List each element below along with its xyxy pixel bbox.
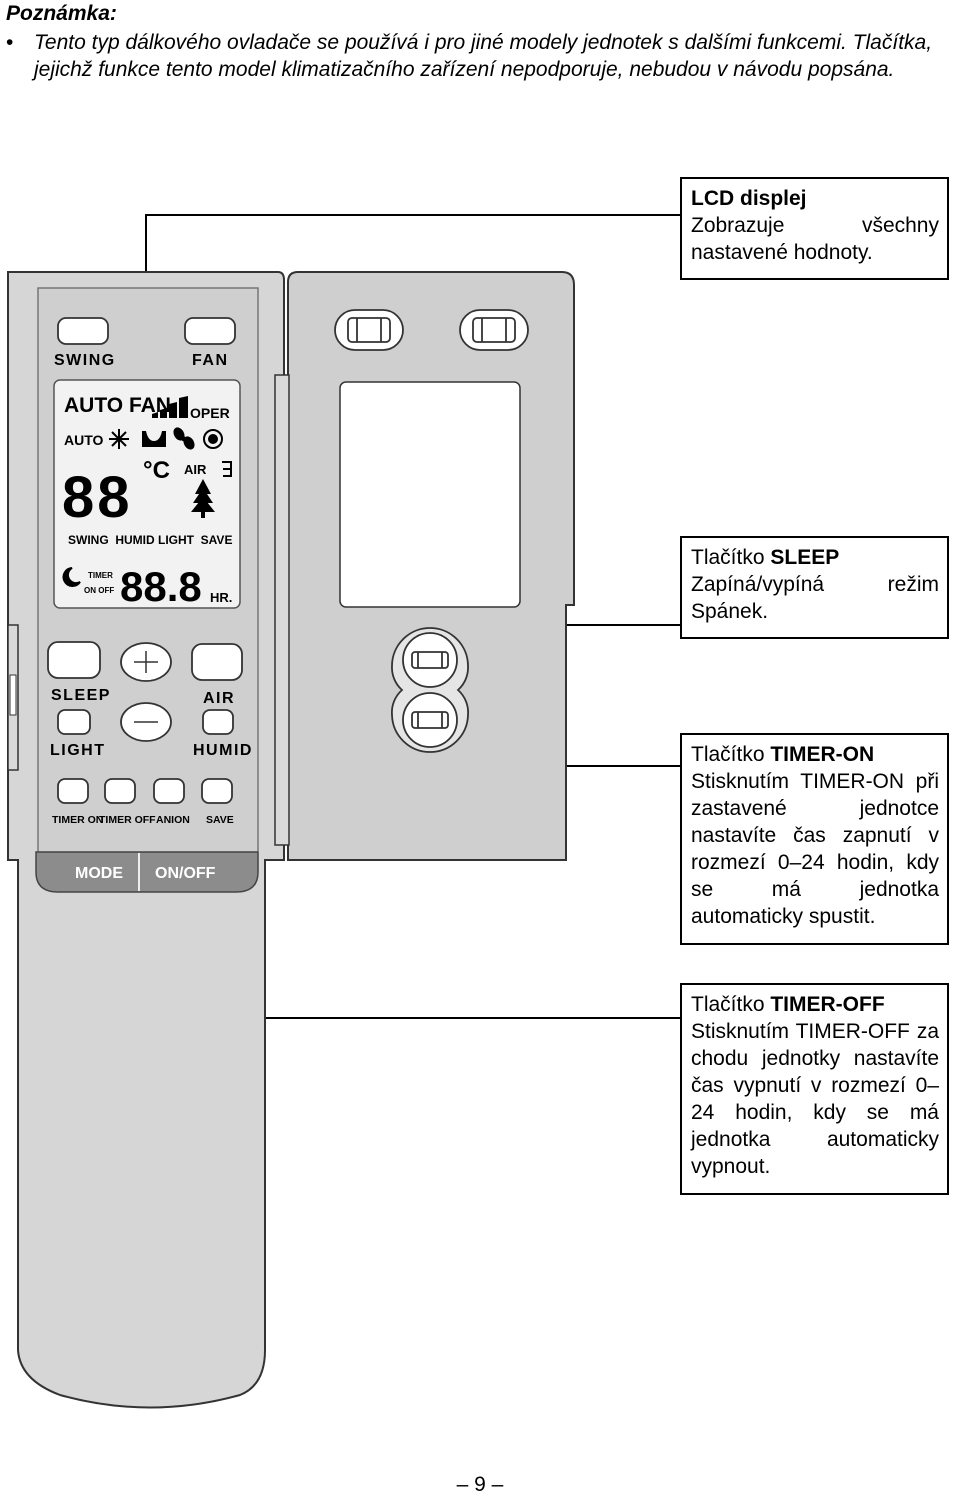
lcd-auto-fan: AUTO FAN xyxy=(64,394,171,417)
callout-timer-off-text: Stisknutím TIMER-OFF za chodu jednotky n… xyxy=(691,1020,939,1178)
dry-mode-icon xyxy=(142,431,166,447)
callout-timer-on-prefix: Tlačítko xyxy=(691,743,771,766)
callout-lcd-title: LCD displej xyxy=(691,187,807,210)
save-label: SAVE xyxy=(206,814,234,826)
anion-label: ANION xyxy=(156,814,190,826)
cover-round-buttons xyxy=(391,627,469,753)
callout-timer-off: Tlačítko TIMER-OFF Stisknutím TIMER-OFF … xyxy=(680,983,949,1195)
lcd-auto: AUTO xyxy=(64,432,104,448)
note-body: • Tento typ dálkového ovladače se použív… xyxy=(6,29,946,83)
timer-on-label: TIMER ON xyxy=(52,814,103,826)
callout-sleep-prefix: Tlačítko xyxy=(691,546,771,569)
callout-sleep: Tlačítko SLEEP Zapíná/vypíná režim Spáne… xyxy=(680,536,949,639)
light-button[interactable] xyxy=(57,709,91,735)
lcd-air: AIR xyxy=(184,462,207,477)
snowflake-icon xyxy=(109,429,129,449)
remote-cover-panel xyxy=(274,271,575,861)
sleep-button[interactable] xyxy=(47,641,101,679)
callout-timer-on-text: Stisknutím TIMER-ON při zastavené jednot… xyxy=(691,770,939,928)
callout-lcd: LCD displej Zobrazuje všechny nastavené … xyxy=(680,177,949,280)
bullet: • xyxy=(6,31,14,54)
callout-sleep-name: SLEEP xyxy=(770,546,840,569)
sleep-moon-icon xyxy=(62,567,81,587)
lcd-screen xyxy=(53,379,241,609)
note-title: Poznámka: xyxy=(6,2,117,25)
callout-timer-off-title: Tlačítko TIMER-OFF xyxy=(691,991,939,1018)
light-label: LIGHT xyxy=(50,742,106,759)
callout-sleep-title: Tlačítko SLEEP xyxy=(691,544,939,571)
save-button[interactable] xyxy=(201,778,233,804)
swing-button[interactable] xyxy=(57,317,109,345)
lcd-hr: HR. xyxy=(210,590,232,605)
cover-window xyxy=(339,381,521,608)
callout-timer-on: Tlačítko TIMER-ON Stisknutím TIMER-ON př… xyxy=(680,733,949,945)
timer-off-label: TIMER OFF xyxy=(99,814,156,826)
callout-timer-on-name: TIMER-ON xyxy=(770,743,875,766)
page-number: – 9 – xyxy=(456,1473,504,1496)
anion-button[interactable] xyxy=(153,778,185,804)
timer-off-button[interactable] xyxy=(104,778,136,804)
timer-on-button[interactable] xyxy=(57,778,89,804)
lcd-function-row: SWING HUMID LIGHT SAVE xyxy=(68,533,232,547)
fan-label: FAN xyxy=(192,352,229,369)
lcd-on-off: ON OFF xyxy=(84,586,114,595)
callout-lcd-text: Zobrazuje všechny nastavené hodnoty. xyxy=(691,214,939,264)
mode-button-label[interactable]: MODE xyxy=(75,865,123,882)
lcd-timer-digits: 88.8 xyxy=(120,563,202,610)
onoff-button-label[interactable]: ON/OFF xyxy=(155,865,216,882)
cover-slot-right xyxy=(459,309,529,351)
callout-timer-on-title: Tlačítko TIMER-ON xyxy=(691,741,939,768)
mode-onoff-bar xyxy=(35,851,259,893)
humid-label: HUMID xyxy=(193,742,253,759)
humid-button[interactable] xyxy=(202,709,234,735)
lcd-timer: TIMER xyxy=(88,571,113,580)
fan-button[interactable] xyxy=(184,317,236,345)
callout-sleep-text: Zapíná/vypíná režim Spánek. xyxy=(691,573,939,623)
swing-label: SWING xyxy=(54,352,116,369)
sleep-label: SLEEP xyxy=(51,687,111,704)
fan-mode-icon xyxy=(173,427,195,450)
heat-mode-icon xyxy=(203,429,223,449)
fan-level-bars-icon xyxy=(152,396,188,418)
note-text: Tento typ dálkového ovladače se používá … xyxy=(34,31,933,81)
lcd-celsius: °C xyxy=(143,457,170,484)
lcd-temperature: 88 xyxy=(62,465,133,530)
ion-indicator-icon xyxy=(222,461,232,477)
callout-timer-off-prefix: Tlačítko xyxy=(691,993,771,1016)
callout-timer-off-name: TIMER-OFF xyxy=(770,993,885,1016)
air-button[interactable] xyxy=(191,643,243,681)
cover-slot-left xyxy=(334,309,404,351)
tree-icon xyxy=(191,479,215,518)
air-label: AIR xyxy=(203,690,235,707)
lcd-oper: OPER xyxy=(190,405,230,421)
